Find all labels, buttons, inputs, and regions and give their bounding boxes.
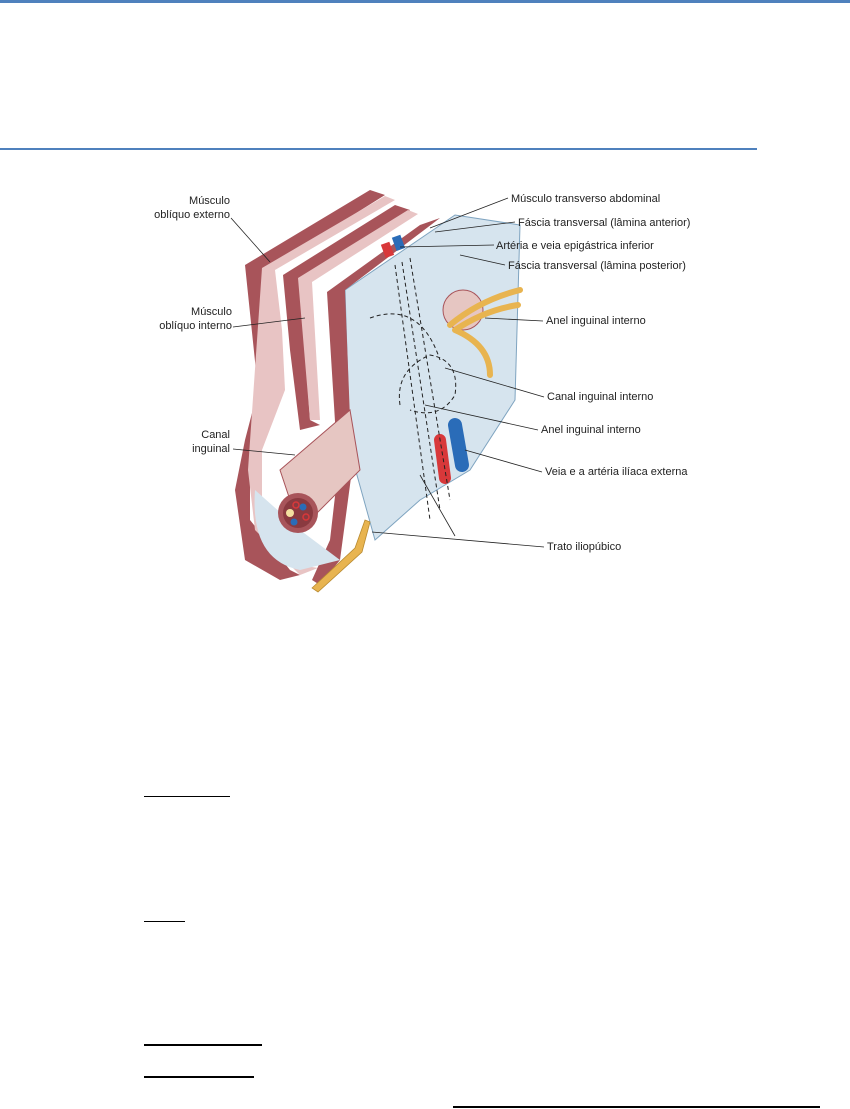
label-fascia-posterior: Fáscia transversal (lâmina posterior): [508, 260, 686, 272]
blank-line-4: [144, 1076, 254, 1078]
label-line: Músculo: [189, 195, 230, 207]
label-internal-oblique: Músculo oblíquo interno: [130, 305, 232, 333]
header-bottom-rule: [0, 148, 757, 150]
epigastric-artery: [380, 241, 395, 258]
label-fascia-anterior: Fáscia transversal (lâmina anterior): [518, 217, 691, 229]
label-external-oblique: Músculo oblíquo externo: [130, 194, 230, 222]
cord-structures: [447, 287, 523, 378]
label-line: Músculo: [191, 306, 232, 318]
label-deep-ring-2: Anel inguinal interno: [541, 424, 641, 436]
label-iliac-vessels: Veia e a artéria ilíaca externa: [545, 466, 688, 478]
transversus-abdominis-muscle: [312, 218, 440, 585]
inguinal-canal-illustration: [230, 190, 545, 593]
blank-line-3: [144, 1044, 262, 1046]
label-line: Canal: [201, 429, 230, 441]
label-inguinal-canal: Canal inguinal: [130, 428, 230, 456]
label-deep-ring: Anel inguinal interno: [546, 315, 646, 327]
internal-oblique-muscle: [283, 205, 410, 430]
label-internal-canal: Canal inguinal interno: [547, 391, 654, 403]
blank-line-1: [144, 796, 230, 797]
label-iliopubic-tract: Trato iliopúbico: [547, 541, 622, 553]
blank-line-2: [144, 921, 185, 922]
blank-line-5: [453, 1106, 820, 1108]
label-epigastric-vessels: Artéria e veia epigástrica inferior: [496, 240, 654, 252]
iliopubic-tract: [311, 519, 371, 593]
label-line: inguinal: [192, 443, 230, 455]
label-line: oblíquo interno: [159, 320, 232, 332]
label-line: oblíquo externo: [154, 209, 230, 221]
label-transversus: Músculo transverso abdominal: [511, 193, 661, 205]
header-top-rule: [0, 0, 850, 3]
external-iliac-vein: [448, 418, 469, 472]
